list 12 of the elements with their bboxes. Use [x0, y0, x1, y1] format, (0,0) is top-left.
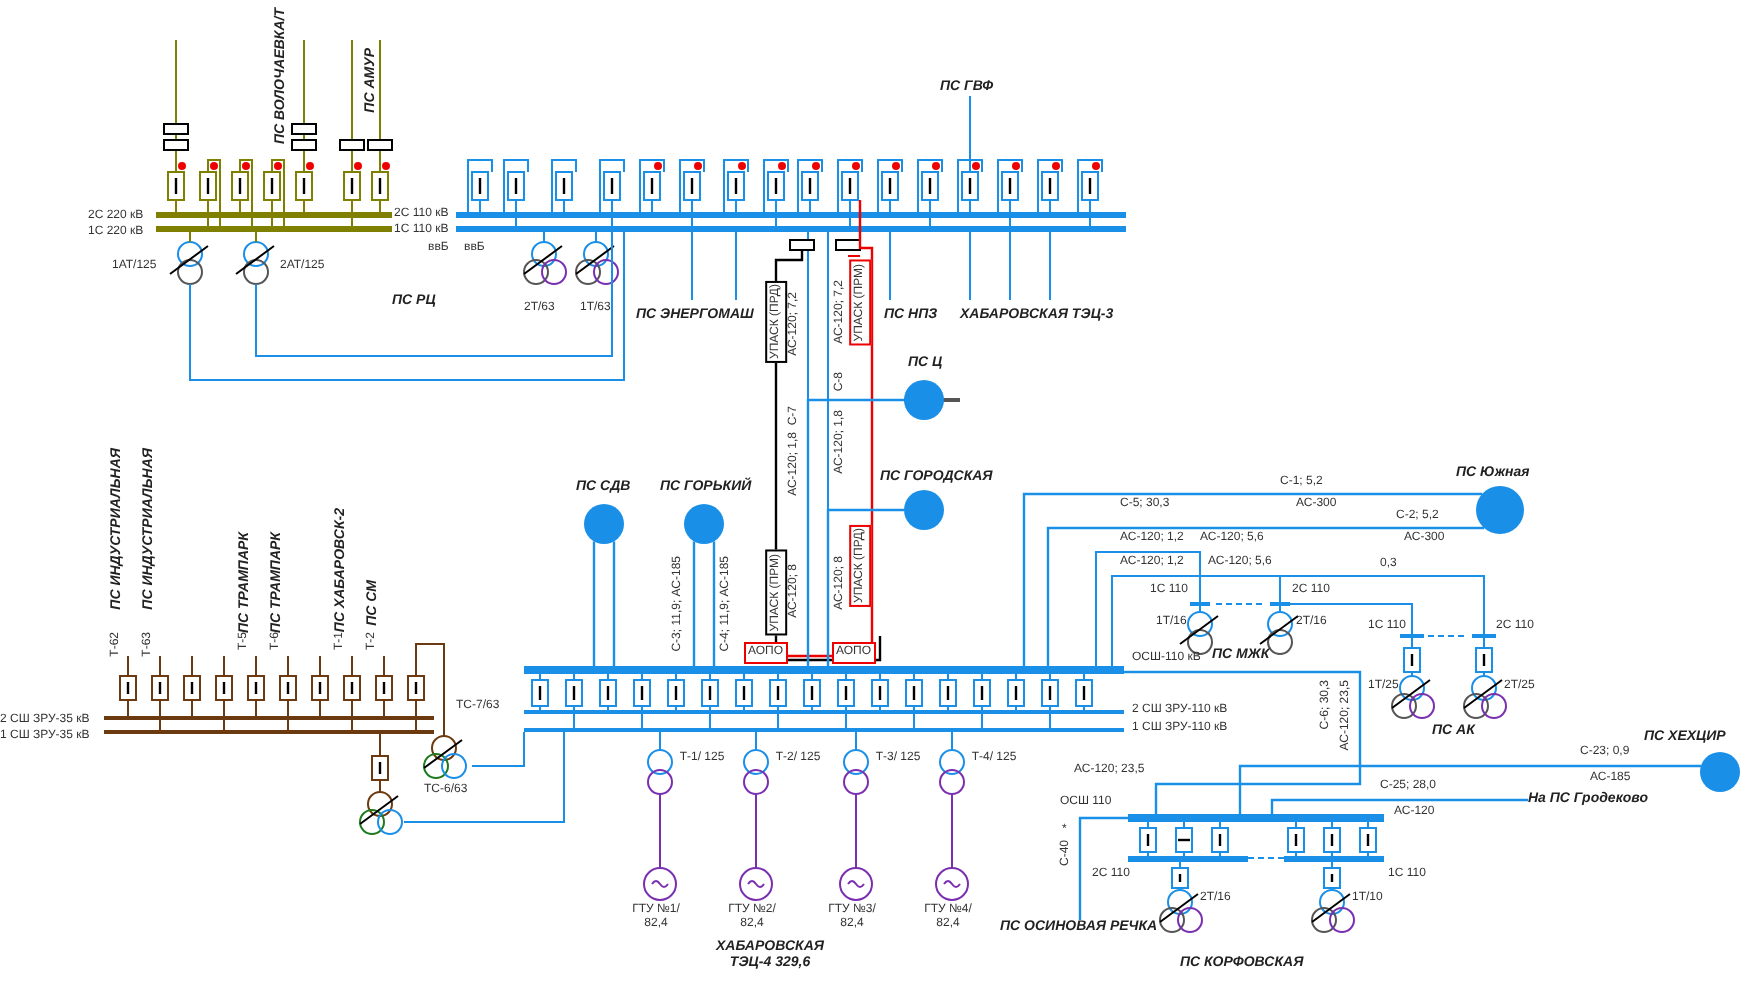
- transmission-line: [1238, 764, 1701, 814]
- transmission-line: [1078, 816, 1128, 920]
- transmission-line: [712, 541, 716, 666]
- transmission-line: [826, 508, 904, 666]
- transmission-line: [592, 541, 596, 666]
- transmission-line: [1124, 670, 1362, 814]
- transmission-line: [1046, 526, 1485, 666]
- transmission-line: [806, 398, 904, 666]
- transmission-line: [1270, 798, 1528, 814]
- transmission-line: [1022, 492, 1483, 666]
- transmission-line: [612, 541, 616, 666]
- transmission-line: [692, 541, 696, 666]
